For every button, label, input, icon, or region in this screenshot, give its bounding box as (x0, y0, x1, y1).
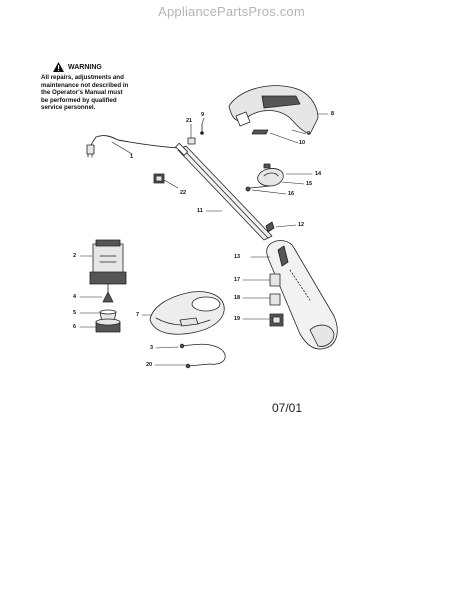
power-cord-part (86, 135, 181, 158)
callout-18: 18 (234, 295, 241, 301)
callout-21: 21 (186, 118, 193, 124)
warning-title: WARNING (68, 63, 102, 71)
callout-17: 17 (234, 277, 241, 283)
deflector-shield-part (149, 291, 225, 335)
callout-16: 16 (288, 191, 295, 197)
cord-clip-part (153, 173, 165, 184)
site-watermark: AppliancePartsPros.com (158, 4, 305, 19)
callout-22: 22 (180, 190, 187, 196)
warning-triangle-icon (53, 62, 64, 72)
callout-6: 6 (73, 324, 77, 330)
leader-lines (79, 113, 329, 366)
callout-13: 13 (234, 254, 241, 260)
switch-assembly-part (245, 163, 284, 192)
callout-7: 7 (136, 312, 140, 318)
spacer-part (269, 273, 284, 327)
lower-housing-part (266, 240, 338, 350)
callout-4: 4 (73, 294, 77, 300)
callout-9-upper: 9 (201, 112, 205, 118)
callout-8: 8 (331, 111, 335, 117)
revision-date: 07/01 (272, 401, 303, 415)
warning-text: All repairs, adjustments and maintenance… (41, 74, 153, 112)
callout-14: 14 (315, 171, 322, 177)
small-clip-part (265, 221, 275, 233)
upper-handle-part (228, 85, 319, 135)
callout-9-lower: 9 (307, 131, 311, 137)
screw-part (187, 123, 204, 145)
warning-line: be performed by qualified (41, 96, 117, 104)
callout-12: 12 (298, 222, 305, 228)
motor-part (89, 239, 127, 293)
warning-line: All repairs, adjustments and (41, 74, 124, 81)
callout-15: 15 (306, 181, 313, 187)
warning-block: WARNING All repairs, adjustments and mai… (41, 62, 153, 112)
pin-part (251, 129, 269, 135)
callout-19: 19 (234, 316, 241, 322)
callout-2: 2 (73, 253, 77, 259)
callout-10: 10 (299, 140, 306, 146)
shaft-tube-part (175, 142, 273, 241)
callout-1: 1 (130, 154, 134, 160)
warning-line: service personnel. (41, 104, 96, 112)
spool-components-part (95, 291, 121, 333)
warning-line: the Operator's Manual must (41, 89, 123, 97)
callout-11: 11 (197, 208, 203, 214)
callout-5: 5 (73, 310, 77, 316)
callout-20: 20 (146, 362, 153, 368)
warning-header: WARNING (53, 62, 153, 72)
wire-guide-part (179, 343, 226, 369)
warning-line: maintenance not described in (41, 81, 129, 89)
callout-3: 3 (150, 345, 154, 351)
